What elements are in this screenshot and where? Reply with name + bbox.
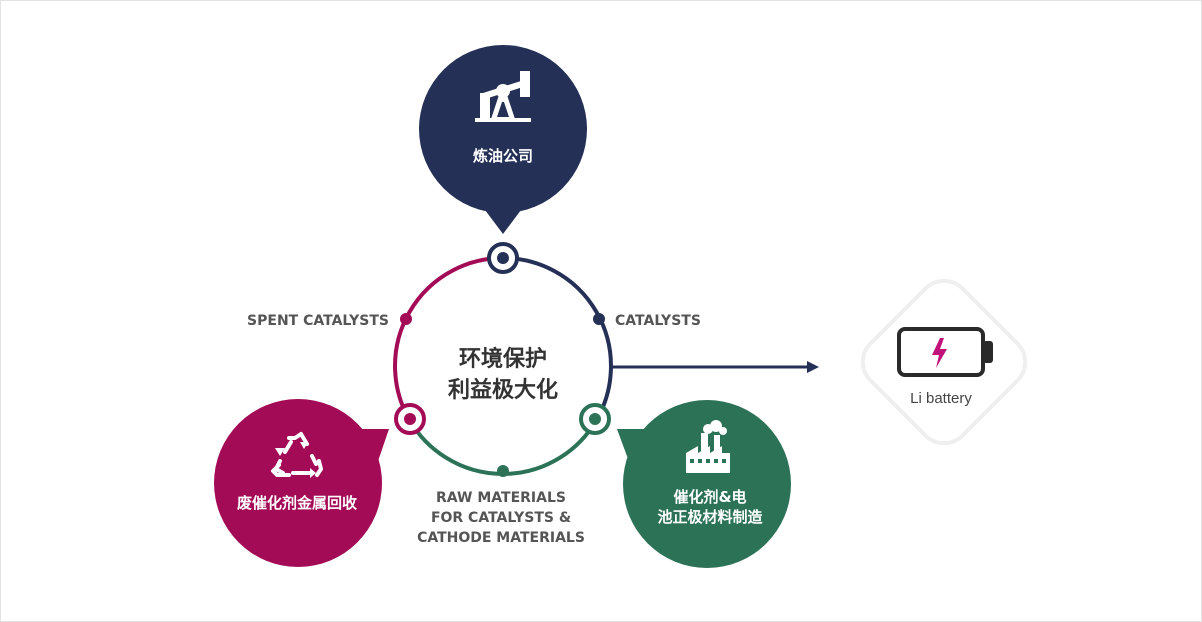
- manufacturing-node-marker: [579, 403, 611, 435]
- refinery-bubble: 炼油公司: [419, 45, 587, 234]
- raw-materials-label-line2: FOR CATALYSTS &: [431, 510, 571, 526]
- manufacturing-bubble: 催化剂&电 池正极材料制造: [617, 400, 791, 568]
- factory-icon: [686, 420, 730, 473]
- raw-materials-label-line1: RAW MATERIALS: [436, 490, 566, 506]
- recycling-label: 废催化剂金属回收: [237, 494, 357, 512]
- raw-materials-dot: [497, 465, 509, 477]
- oil-pump-icon: [475, 71, 531, 122]
- recycle-icon: [271, 432, 323, 478]
- catalysts-dot: [593, 313, 605, 325]
- refinery-node-marker: [487, 242, 519, 274]
- ring-arc-catalysts: [502, 256, 613, 421]
- manufacturing-label-line2: 池正极材料制造: [657, 508, 762, 526]
- battery-charging-icon: [897, 327, 993, 377]
- center-title-line2: 利益极大化: [448, 377, 558, 403]
- ring-arc-spent: [393, 256, 504, 421]
- output-arrow: [611, 361, 819, 373]
- center-title-line1: 环境保护: [459, 346, 547, 372]
- catalysts-label: CATALYSTS: [615, 313, 701, 329]
- manufacturing-label-line1: 催化剂&电: [673, 488, 746, 506]
- battery-card: Li battery: [860, 278, 1028, 446]
- spent-catalysts-label: SPENT CATALYSTS: [247, 313, 389, 329]
- refinery-label: 炼油公司: [473, 147, 533, 165]
- raw-materials-label-line3: CATHODE MATERIALS: [417, 530, 585, 546]
- li-battery-label: Li battery: [910, 390, 972, 407]
- recycling-bubble: 废催化剂金属回收: [214, 399, 389, 567]
- recycling-node-marker: [394, 403, 426, 435]
- spent-dot: [400, 313, 412, 325]
